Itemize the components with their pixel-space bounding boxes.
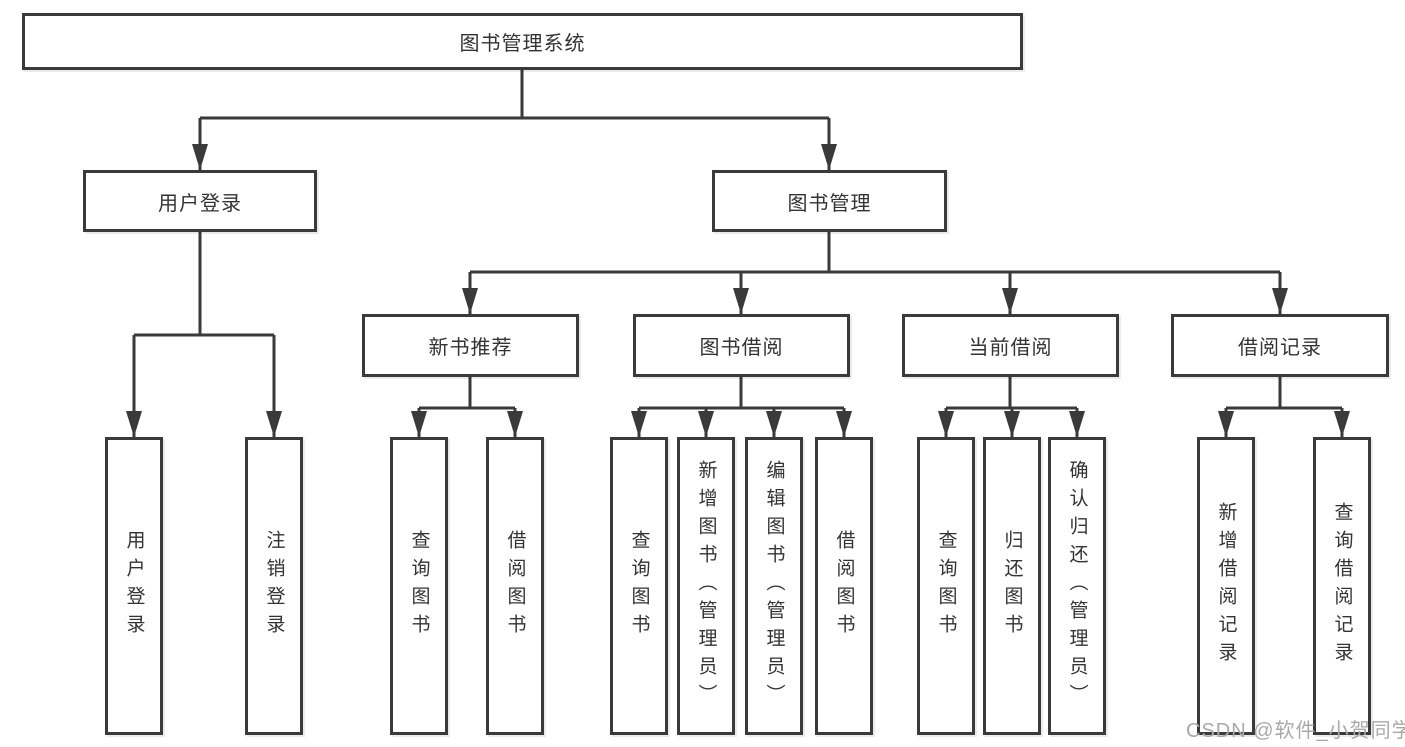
- connector-current-borrowing-to-children: [938, 377, 1085, 437]
- connector-borrowing-records-to-children: [1218, 377, 1350, 437]
- leaf-return-books-label: 归还图书: [1001, 530, 1023, 642]
- arrowhead: [733, 288, 749, 314]
- arrowhead: [462, 288, 478, 314]
- leaf-query-books-2: 查询图书: [610, 437, 668, 735]
- node-current-borrowing-label: 当前借阅: [968, 337, 1053, 359]
- leaf-return-books: 归还图书: [983, 437, 1041, 735]
- leaf-confirm-return-admin: 确认归还（管理员）: [1048, 437, 1106, 735]
- connector-new-book-recommend-to-children: [411, 377, 523, 437]
- node-book-management-label: 图书管理: [787, 192, 872, 215]
- leaf-borrow-books-1: 借阅图书: [486, 437, 544, 735]
- arrowhead: [631, 411, 647, 437]
- node-root-label: 图书管理系统: [459, 33, 586, 55]
- leaf-user-login-label: 用户登录: [123, 530, 145, 642]
- leaf-add-borrow-record: 新增借阅记录: [1197, 437, 1255, 735]
- arrowhead: [266, 411, 282, 437]
- node-user-login: 用户登录: [83, 170, 317, 232]
- arrowhead: [1069, 411, 1085, 437]
- leaf-logout-label: 注销登录: [263, 530, 285, 642]
- leaf-query-borrow-record: 查询借阅记录: [1313, 437, 1371, 735]
- arrowhead: [836, 411, 852, 437]
- leaf-edit-book-admin: 编辑图书（管理员）: [745, 437, 803, 735]
- arrowhead: [1334, 411, 1350, 437]
- leaf-query-books-2-label: 查询图书: [628, 530, 650, 642]
- node-borrowing-records: 借阅记录: [1171, 314, 1389, 377]
- arrowhead: [411, 411, 427, 437]
- arrowhead: [1272, 288, 1288, 314]
- leaf-confirm-return-admin-label: 确认归还（管理员）: [1066, 460, 1088, 712]
- leaf-query-borrow-record-label: 查询借阅记录: [1331, 502, 1353, 670]
- node-current-borrowing: 当前借阅: [902, 314, 1119, 377]
- arrowhead: [507, 411, 523, 437]
- connector-book-borrowing-to-children: [631, 377, 852, 437]
- node-root: 图书管理系统: [22, 13, 1023, 70]
- leaf-query-books-1: 查询图书: [390, 437, 448, 735]
- leaf-query-books-3-label: 查询图书: [935, 530, 957, 642]
- arrowhead: [1004, 411, 1020, 437]
- connector-root-to-children: [192, 70, 837, 170]
- leaf-add-book-admin-label: 新增图书（管理员）: [695, 460, 717, 712]
- arrowhead: [766, 411, 782, 437]
- connector-book-management-to-children: [462, 232, 1288, 314]
- leaf-user-login: 用户登录: [105, 437, 163, 735]
- arrowhead: [1218, 411, 1234, 437]
- leaf-logout: 注销登录: [245, 437, 303, 735]
- node-new-book-recommend: 新书推荐: [362, 314, 579, 377]
- connector-user-login-to-children: [126, 232, 282, 437]
- node-book-borrowing: 图书借阅: [633, 314, 850, 377]
- leaf-query-books-3: 查询图书: [917, 437, 975, 735]
- leaf-borrow-books-2-label: 借阅图书: [833, 530, 855, 642]
- leaf-edit-book-admin-label: 编辑图书（管理员）: [763, 460, 785, 712]
- arrowhead: [126, 411, 142, 437]
- leaf-borrow-books-1-label: 借阅图书: [504, 530, 526, 642]
- arrowhead: [821, 144, 837, 170]
- leaf-add-borrow-record-label: 新增借阅记录: [1215, 502, 1237, 670]
- leaf-query-books-1-label: 查询图书: [408, 530, 430, 642]
- leaf-borrow-books-2: 借阅图书: [815, 437, 873, 735]
- leaf-add-book-admin: 新增图书（管理员）: [677, 437, 735, 735]
- node-book-management: 图书管理: [712, 170, 947, 232]
- node-new-book-recommend-label: 新书推荐: [428, 337, 513, 359]
- csdn-watermark: CSDN @软件_小贺同学: [1186, 720, 1405, 742]
- node-user-login-label: 用户登录: [158, 192, 242, 215]
- node-borrowing-records-label: 借阅记录: [1238, 337, 1322, 359]
- arrowhead: [1002, 288, 1018, 314]
- node-book-borrowing-label: 图书借阅: [699, 337, 784, 359]
- arrowhead: [698, 411, 714, 437]
- arrowhead: [938, 411, 954, 437]
- arrowhead: [192, 144, 208, 170]
